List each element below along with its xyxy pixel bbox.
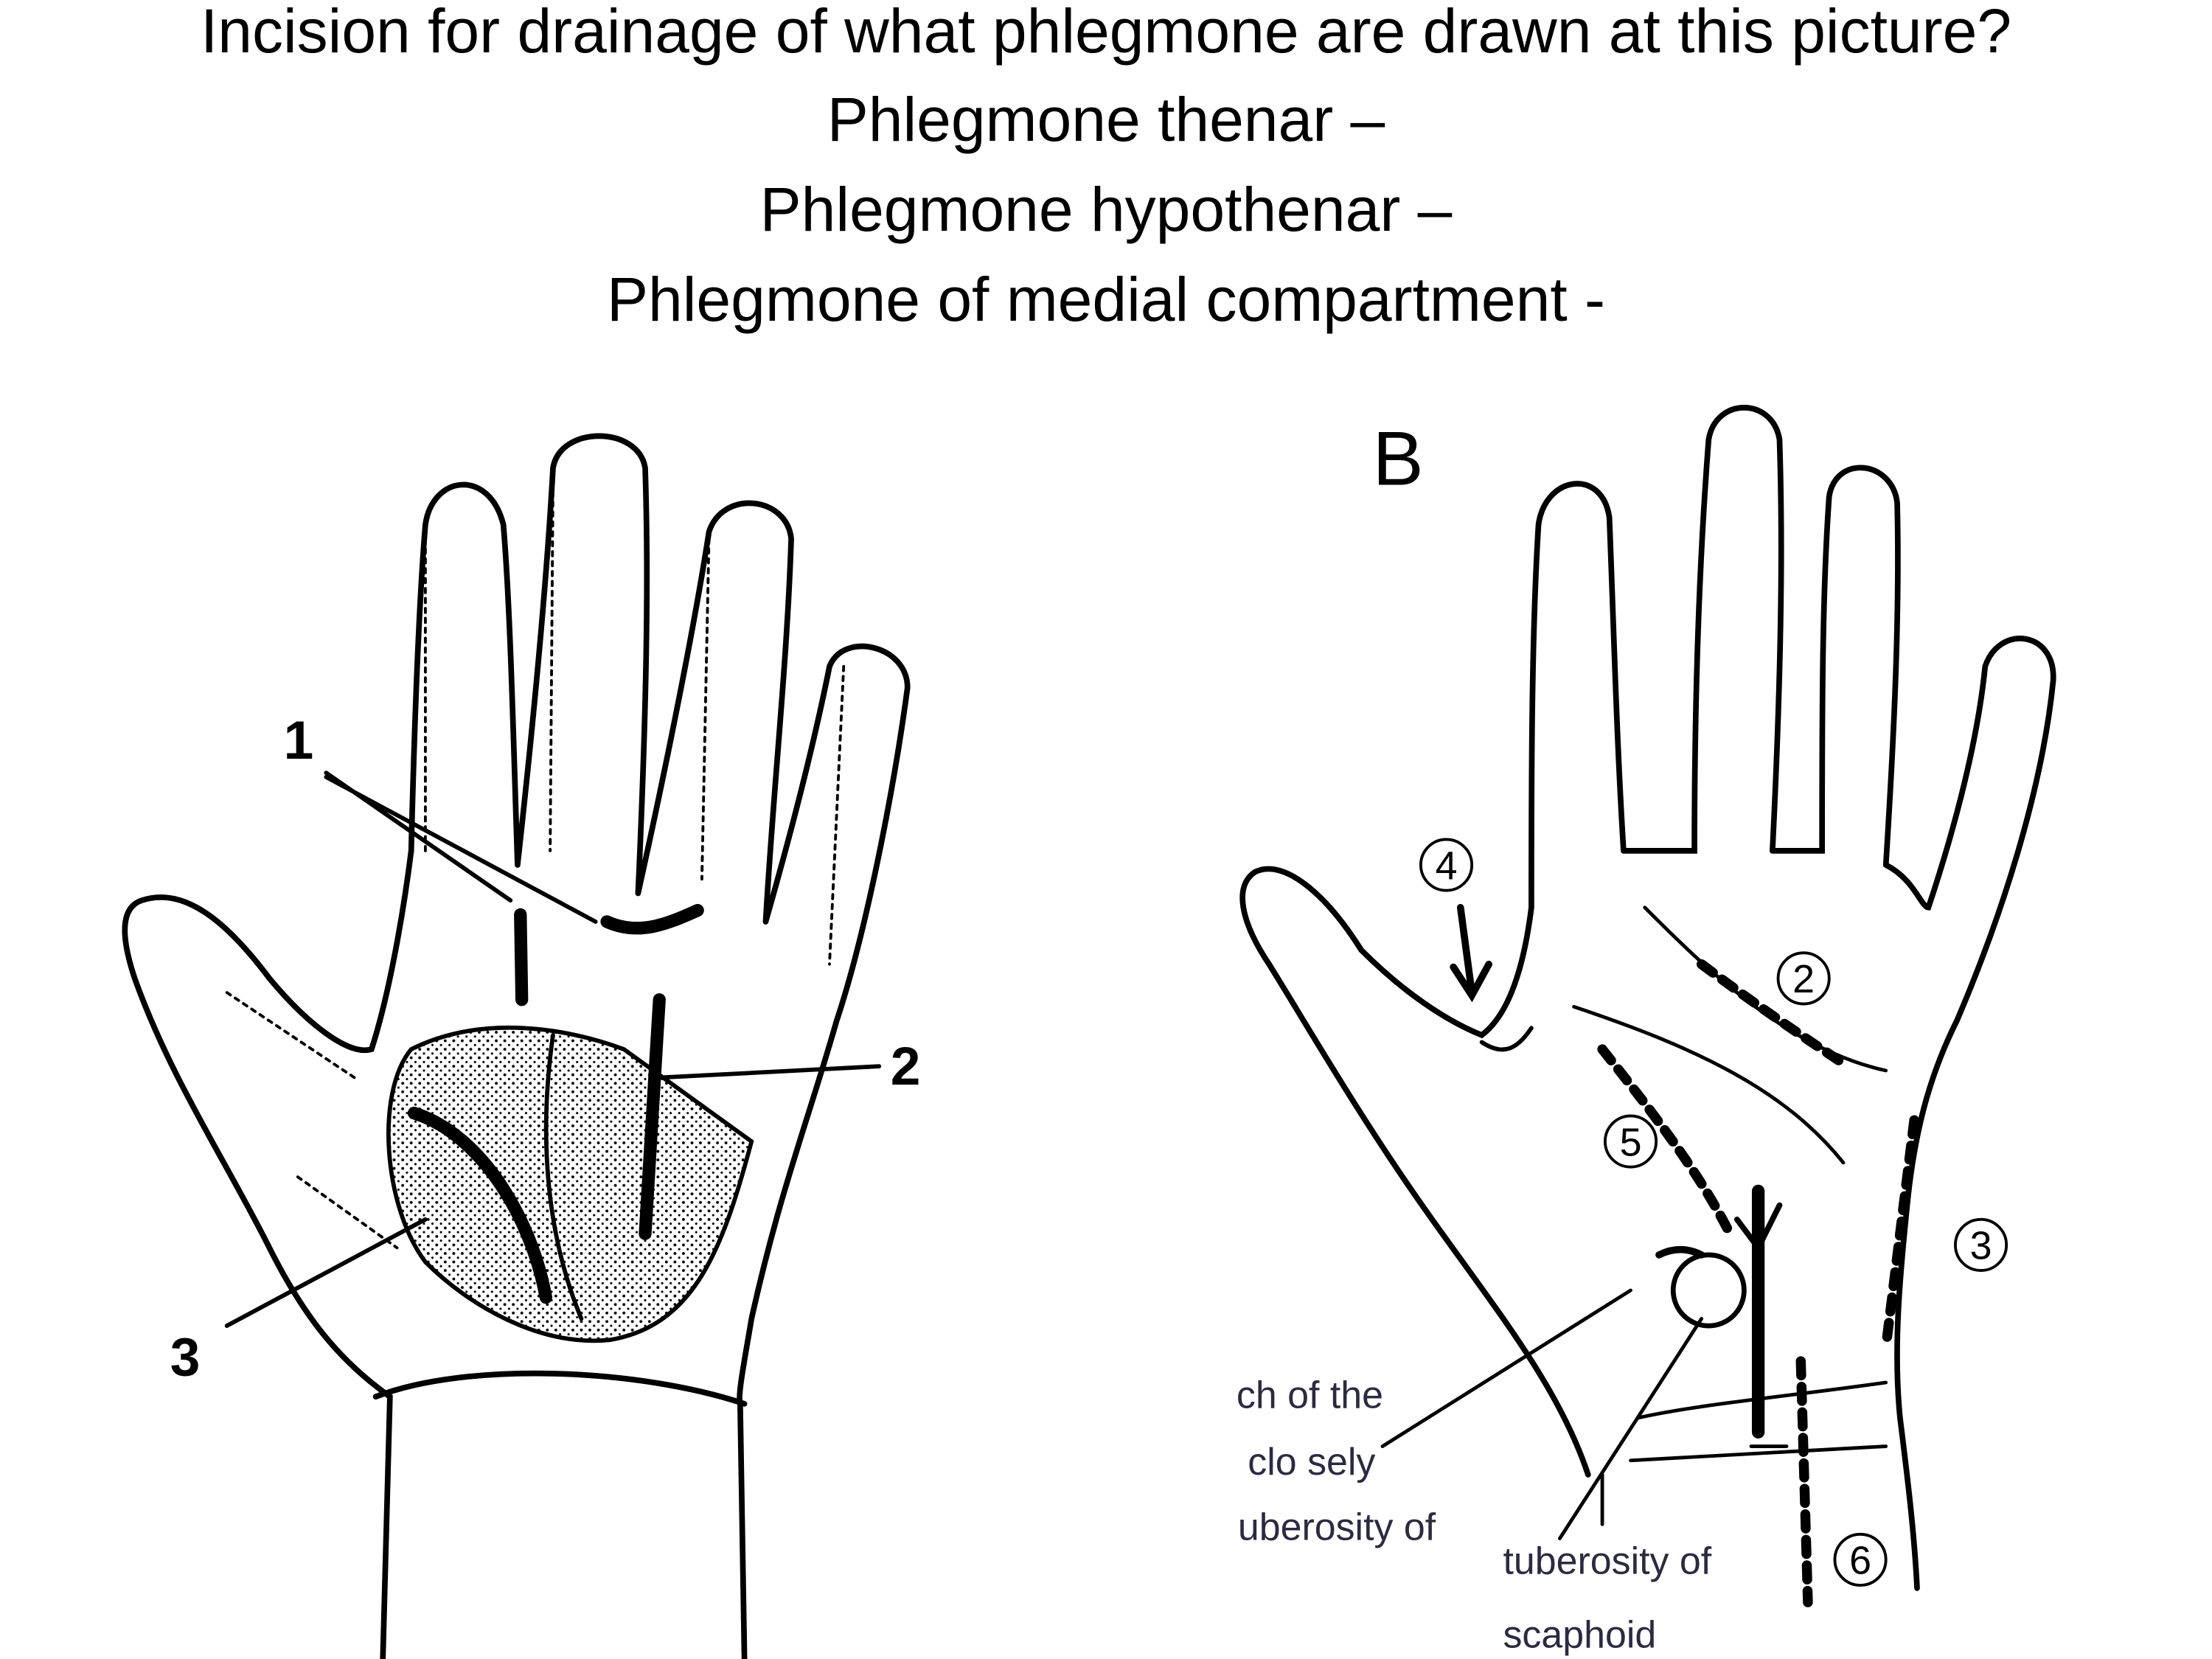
incision-1a (514, 908, 529, 1006)
incision-1b (600, 903, 704, 935)
incision-3 (1880, 1115, 1919, 1352)
answer-line-medial: Phlegmone of medial compartment - (607, 265, 1605, 334)
label-3: 3 (170, 1327, 201, 1387)
hand-figure-b (1239, 405, 2056, 1607)
circled-label-6: 6 (1849, 1539, 1871, 1583)
incision-2 (1696, 959, 1848, 1069)
label-2: 2 (891, 1037, 921, 1096)
incision-2 (639, 993, 666, 1240)
thenar-shaded-area (386, 1025, 754, 1343)
incision-3 (407, 1106, 553, 1304)
circled-label-2: 2 (1792, 957, 1815, 1001)
label-1: 1 (284, 711, 314, 771)
slide-question: Incision for drainage of what phlegmone … (200, 0, 2012, 66)
caption-line-2: clo sely (1248, 1441, 1375, 1484)
caption-line-1: ch of the (1237, 1374, 1383, 1417)
circled-labels (1419, 838, 2008, 1587)
caption-tuberosity: tuberosity of (1503, 1540, 1711, 1583)
incision-5 (1597, 1044, 1735, 1239)
hand-figure-a (122, 433, 911, 1659)
incision-6 (1795, 1356, 1813, 1607)
answer-line-hypothenar: Phlegmone hypothenar – (759, 175, 1453, 244)
circled-label-3: 3 (1970, 1224, 1992, 1268)
circled-label-4: 4 (1436, 844, 1458, 888)
caption-scaphoid: scaphoid (1503, 1614, 1656, 1657)
incision-4-arrow (1450, 903, 1493, 1003)
caption-line-3: uberosity of (1238, 1506, 1436, 1548)
panel-letter-b: B (1373, 417, 1424, 502)
answer-line-thenar: Phlegmone thenar – (827, 85, 1385, 154)
circled-label-5: 5 (1620, 1120, 1642, 1164)
